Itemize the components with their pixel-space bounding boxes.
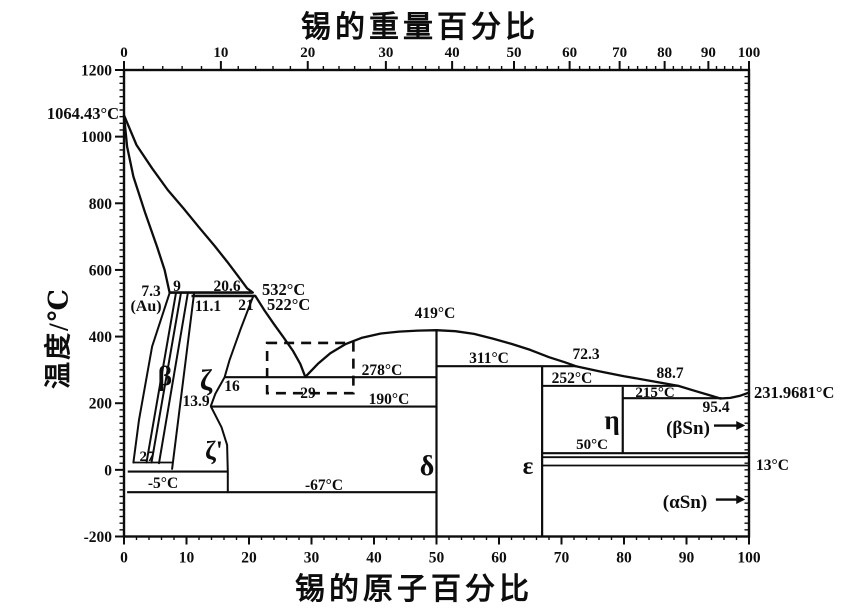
annotation-(αSn): (αSn)	[663, 492, 707, 513]
bottom-axis-tick-label: 40	[366, 550, 382, 567]
bottom-axis-title: 锡的原子百分比	[295, 573, 533, 606]
annotation-252°C: 252°C	[552, 370, 593, 387]
bottom-axis-tick-label: 100	[737, 550, 761, 567]
left-axis-tick-label: 800	[89, 196, 113, 213]
annotation-21: 21	[238, 297, 254, 314]
zeta-liquidus	[254, 294, 307, 379]
annotation-(Au): (Au)	[130, 298, 161, 315]
bottom-axis-tick-label: 10	[179, 550, 195, 567]
annotation-16: 16	[224, 378, 240, 395]
annotation-11.1: 11.1	[195, 298, 221, 315]
top-axis-tick-label: 100	[738, 45, 761, 61]
delta-liquidus-dome	[304, 329, 578, 379]
annotation-9: 9	[173, 278, 181, 295]
left-axis-tick-label: -200	[84, 529, 113, 546]
left-axis-tick-label: 1200	[81, 63, 112, 80]
annotation-7.3: 7.3	[141, 283, 161, 300]
annotation-β: β	[158, 361, 172, 391]
bottom-axis-tick-label: 0	[120, 550, 128, 567]
annotation-13.9: 13.9	[182, 393, 209, 410]
top-axis-title: 锡的重量百分比	[301, 11, 539, 44]
left-axis-tick-label: 1000	[81, 129, 112, 146]
bottom-axis-tick-label: 50	[429, 550, 445, 567]
annotation-95.4: 95.4	[702, 399, 729, 416]
annotation-η: η	[604, 405, 619, 435]
left-axis-tick-label: 200	[89, 396, 113, 413]
zeta-right	[209, 296, 254, 407]
zeta-prime-right	[209, 405, 229, 494]
top-axis-tick-label: 40	[445, 45, 460, 61]
annotation-50°C: 50°C	[576, 437, 608, 453]
top-axis-tick-label: 0	[120, 45, 128, 61]
annotation-88.7: 88.7	[656, 365, 683, 382]
annotation-20.6: 20.6	[213, 278, 240, 295]
top-axis-tick-label: 10	[213, 45, 228, 61]
annotation-ε: ε	[523, 453, 534, 480]
top-axis-tick-label: 70	[612, 45, 627, 61]
bottom-axis-tick-label: 30	[304, 550, 320, 567]
au-solidus	[122, 114, 171, 294]
annotation-190°C: 190°C	[369, 391, 410, 408]
annotation-29: 29	[300, 385, 316, 402]
eta-liquidus	[677, 384, 722, 400]
annotation-532°C: 532°C	[262, 280, 305, 299]
au-liquidus	[122, 114, 254, 294]
annotation-215°C: 215°C	[635, 385, 674, 401]
sn-liquidus	[719, 391, 751, 400]
top-axis-tick-label: 50	[507, 45, 522, 61]
annotation-(βSn): (βSn)	[666, 418, 710, 439]
bottom-axis-tick-label: 20	[241, 550, 257, 567]
annotation-1064.43°C: 1064.43°C	[47, 104, 119, 123]
bottom-axis-tick-label: 90	[679, 550, 695, 567]
annotation-419°C: 419°C	[415, 305, 456, 322]
annotation-ζ: ζ	[200, 364, 213, 397]
bottom-axis-tick-label: 80	[616, 550, 632, 567]
alpha-sn-arrow-head	[736, 495, 746, 505]
annotation-13°C: 13°C	[756, 457, 789, 474]
left-axis-tick-label: 400	[89, 329, 113, 346]
bottom-axis-tick-label: 70	[554, 550, 570, 567]
annotation-72.3: 72.3	[572, 346, 599, 363]
beta-sn-arrow-head	[736, 421, 746, 431]
annotation-522°C: 522°C	[267, 295, 310, 314]
beta-left-inner	[150, 292, 182, 464]
bottom-axis-tick-label: 60	[491, 550, 507, 567]
beta-left-outer	[145, 292, 177, 464]
top-axis-tick-label: 90	[701, 45, 716, 61]
annotation-278°C: 278°C	[362, 362, 403, 379]
top-axis-tick-label: 60	[562, 45, 577, 61]
annotation--5°C: -5°C	[148, 475, 178, 492]
top-axis-tick-label: 30	[378, 45, 393, 61]
left-axis-tick-label: 600	[89, 262, 113, 279]
au-solvus	[132, 292, 171, 464]
top-axis-tick-label: 20	[300, 45, 315, 61]
beta-right	[158, 292, 189, 465]
zeta-left	[171, 292, 195, 470]
annotation-311°C: 311°C	[469, 350, 509, 367]
annotation-231.9681°C: 231.9681°C	[754, 383, 834, 402]
annotation-ζ': ζ'	[205, 436, 223, 465]
annotation--67°C: -67°C	[305, 477, 343, 494]
eutectic-dashed-box	[265, 341, 355, 395]
left-axis-tick-label: 0	[104, 462, 112, 479]
annotation-27: 27	[140, 449, 156, 465]
epsilon-liquidus	[574, 365, 680, 388]
annotation-δ: δ	[420, 451, 435, 482]
top-axis-tick-label: 80	[657, 45, 672, 61]
